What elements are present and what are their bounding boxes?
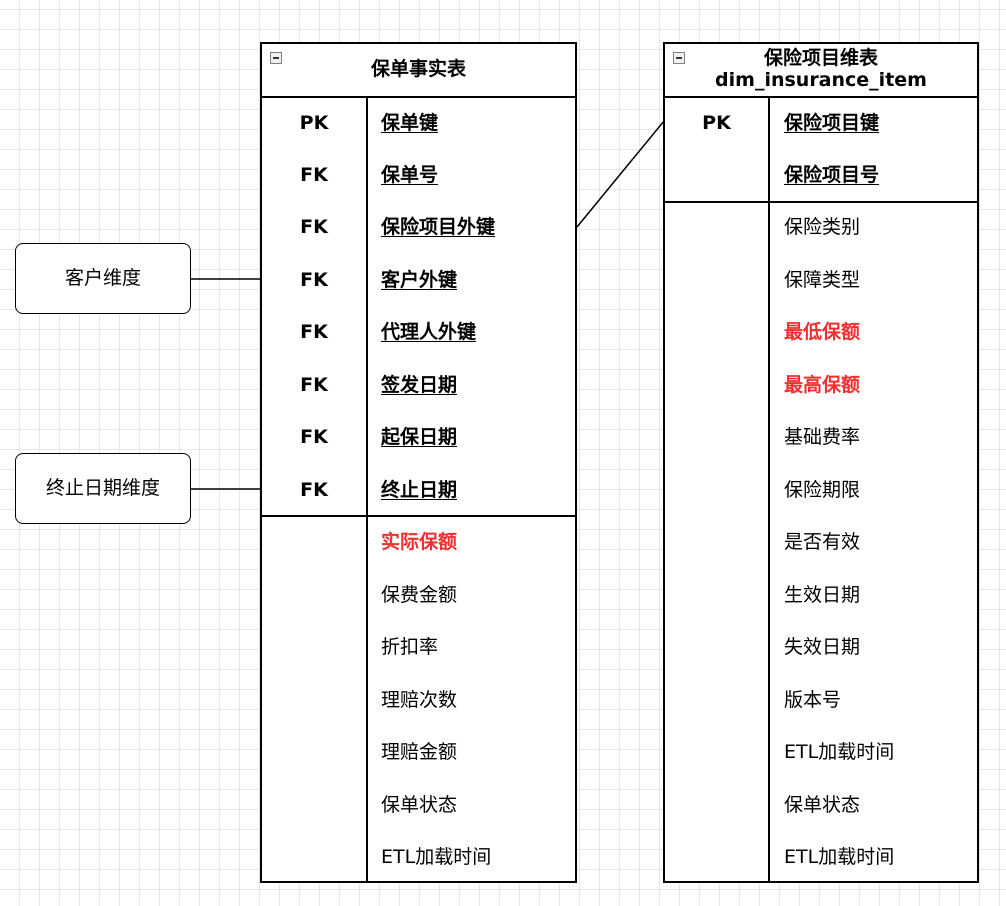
table-row[interactable]: ETL加载时间	[262, 831, 575, 883]
field-name: 版本号	[784, 689, 842, 711]
table-row[interactable]: 保单状态	[665, 779, 977, 831]
field-name: 代理人外键	[381, 321, 477, 343]
table-row[interactable]: 保险期限	[665, 464, 977, 516]
table-row[interactable]: 生效日期	[665, 569, 977, 621]
fact-table-key-divider	[262, 515, 575, 517]
table-row[interactable]: FK 代理人外键	[262, 306, 575, 358]
key-label: FK	[300, 164, 328, 186]
field-name: 理赔次数	[381, 689, 458, 711]
key-label: FK	[300, 374, 328, 396]
field-name: 生效日期	[784, 584, 861, 606]
field-name: 终止日期	[381, 479, 458, 501]
field-name: 实际保额	[381, 531, 458, 553]
dim-table-key-divider	[665, 201, 977, 203]
end-date-dimension-box[interactable]: 终止日期维度	[15, 453, 191, 524]
field-name: 理赔金额	[381, 741, 458, 763]
key-label: PK	[702, 112, 731, 134]
field-name: 保单状态	[381, 794, 458, 816]
end-date-dimension-label: 终止日期维度	[45, 477, 160, 499]
table-row[interactable]: PK 保险项目键	[665, 97, 977, 149]
table-row[interactable]: 失效日期	[665, 621, 977, 673]
table-row[interactable]: PK 保单键	[262, 97, 575, 149]
field-name: 保单号	[381, 164, 439, 186]
field-name: 最低保额	[784, 321, 861, 343]
field-name: 基础费率	[784, 426, 861, 448]
field-name: 保单键	[381, 112, 439, 134]
customer-dimension-box[interactable]: 客户维度	[15, 243, 191, 314]
table-row[interactable]: ETL加载时间	[665, 726, 977, 778]
field-name: 保险项目外键	[381, 216, 496, 238]
field-name: 保单状态	[784, 794, 861, 816]
table-row[interactable]: 理赔金额	[262, 726, 575, 778]
collapse-icon[interactable]	[270, 52, 282, 64]
table-row[interactable]: 保单状态	[262, 779, 575, 831]
field-name: 折扣率	[381, 636, 439, 658]
table-row[interactable]: 基础费率	[665, 411, 977, 463]
table-row[interactable]: 是否有效	[665, 516, 977, 568]
field-name: 保费金额	[381, 584, 458, 606]
table-row[interactable]: FK 保单号	[262, 149, 575, 201]
dim-table-title: 保险项目维表	[763, 47, 878, 69]
table-row[interactable]: 保险项目号	[665, 149, 977, 201]
field-name: 保障类型	[784, 269, 861, 291]
fact-table[interactable]: 保单事实表 PK 保单键 FK 保单号 FK 保险项目外键 FK 客户外键 FK 代理人外…	[260, 42, 577, 883]
table-row[interactable]: ETL加载时间	[665, 831, 977, 883]
table-row[interactable]: 保险类别	[665, 201, 977, 253]
field-name: 签发日期	[381, 374, 458, 396]
key-label: PK	[299, 112, 329, 134]
key-label	[665, 149, 768, 201]
table-row[interactable]: 折扣率	[262, 621, 575, 673]
fact-table-title: 保单事实表	[370, 58, 466, 80]
dim-table-column-divider	[768, 96, 770, 881]
table-row[interactable]: 版本号	[665, 674, 977, 726]
key-label: FK	[300, 479, 328, 501]
field-name: 保险项目号	[784, 164, 880, 186]
customer-dimension-label: 客户维度	[64, 267, 141, 289]
field-name: 最高保额	[784, 374, 861, 396]
table-row[interactable]: 保费金额	[262, 569, 575, 621]
connector-insurance-item-relation	[576, 120, 665, 228]
field-name: 失效日期	[784, 636, 861, 658]
field-name: 保险类别	[784, 216, 861, 238]
field-name: 保险期限	[784, 479, 861, 501]
field-name: ETL加载时间	[784, 846, 895, 868]
key-label: FK	[300, 426, 328, 448]
field-name: ETL加载时间	[784, 741, 895, 763]
key-label: FK	[300, 321, 328, 343]
fact-table-column-divider	[366, 96, 368, 881]
table-row[interactable]: FK 终止日期	[262, 464, 575, 516]
table-row[interactable]: FK 签发日期	[262, 359, 575, 411]
table-row[interactable]: FK 客户外键	[262, 254, 575, 306]
key-label: FK	[300, 216, 328, 238]
fact-table-header: 保单事实表	[262, 44, 575, 98]
field-name: ETL加载时间	[381, 846, 492, 868]
field-name: 客户外键	[381, 269, 458, 291]
table-row[interactable]: FK 起保日期	[262, 411, 575, 463]
table-row[interactable]: FK 保险项目外键	[262, 201, 575, 253]
table-row[interactable]: 保障类型	[665, 254, 977, 306]
dim-table-subtitle: dim_insurance_item	[715, 69, 927, 91]
collapse-icon[interactable]	[673, 52, 685, 64]
field-name: 起保日期	[381, 426, 458, 448]
field-name: 保险项目键	[784, 112, 880, 134]
table-row[interactable]: 最高保额	[665, 359, 977, 411]
key-label: FK	[300, 269, 328, 291]
table-row[interactable]: 最低保额	[665, 306, 977, 358]
dim-table-header: 保险项目维表 dim_insurance_item	[665, 44, 977, 98]
table-row[interactable]: 实际保额	[262, 516, 575, 568]
table-row[interactable]: 理赔次数	[262, 674, 575, 726]
field-name: 是否有效	[784, 531, 861, 553]
